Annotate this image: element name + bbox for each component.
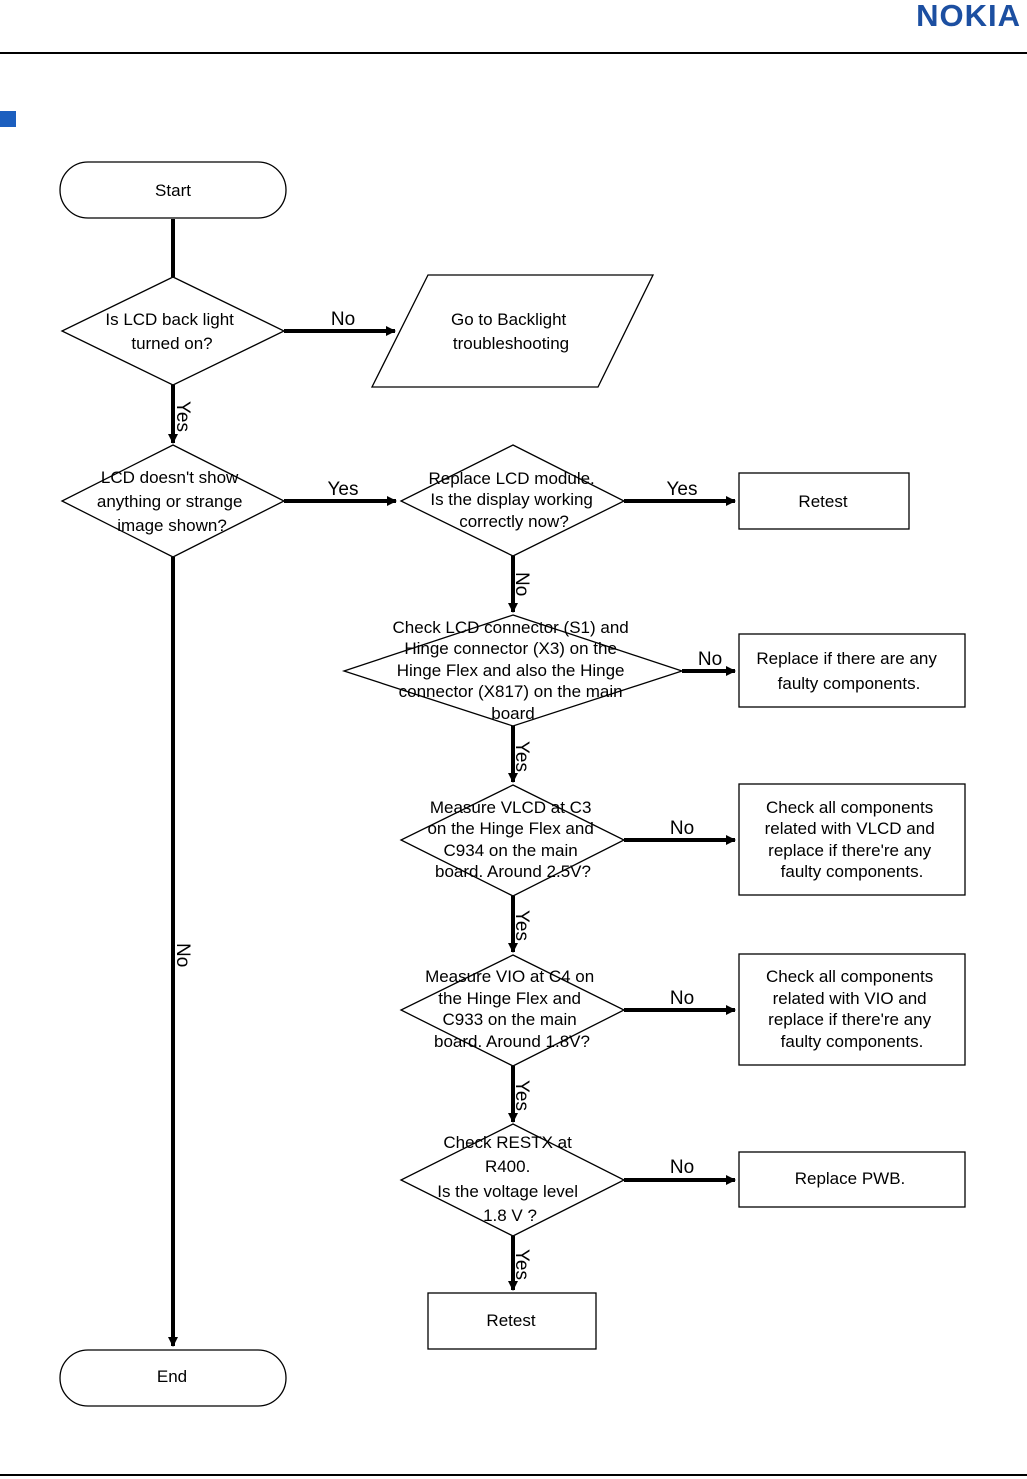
retest-top-text: Retest [798,492,847,511]
connector-question: Check LCD connector (S1) and Hinge conne… [393,618,634,723]
process-retest-top [738,472,910,530]
lcd-question: LCD doesn't show anything or strange ima… [97,468,247,535]
label-no-replace-lcd: No [511,572,532,596]
end-terminal [59,1349,287,1407]
replace-faulty-text: Replace if there are any faulty componen… [756,649,941,693]
io-goto-backlight [370,274,655,388]
end-label: End [157,1367,187,1386]
process-replace-faulty [738,633,966,708]
label-no-connector: No [698,649,722,670]
decision-replace-lcd [399,444,626,557]
label-yes-lcd: Yes [328,479,359,500]
label-yes-restx: Yes [511,1249,532,1280]
label-yes-vlcd: Yes [511,910,532,941]
nokia-logo: NOKIA [916,0,1021,33]
replace-pwb-text: Replace PWB. [795,1169,906,1188]
decision-vlcd [399,784,626,897]
process-retest-bottom [427,1292,597,1350]
start-label: Start [155,181,191,200]
vlcd-fix-text: Check all components related with VLCD a… [765,798,940,881]
section-marker [0,111,16,127]
label-no-restx: No [670,1157,694,1178]
process-vlcd-fix [738,783,966,896]
restx-question: Check RESTX at R400. Is the voltage leve… [437,1133,583,1225]
start-terminal [59,161,287,219]
header-rule [0,52,1027,54]
decision-connectors [341,614,685,727]
decision-backlight [60,276,286,386]
backlight-question: Is LCD back light turned on? [105,310,238,353]
label-yes-vio: Yes [511,1080,532,1111]
vio-question: Measure VIO at C4 on the Hinge Flex and … [425,967,599,1051]
label-yes-backlight: Yes [172,401,193,432]
label-yes-connector: Yes [511,741,532,772]
retest-bottom-text: Retest [486,1311,535,1330]
goto-backlight-text: Go to Backlight troubleshooting [451,310,571,353]
label-yes-replace-lcd: Yes [667,479,698,500]
footer-rule [0,1474,1027,1476]
decision-restx [399,1123,626,1237]
label-no-backlight: No [331,309,355,330]
label-no-vio: No [670,988,694,1009]
vio-fix-text: Check all components related with VIO an… [766,967,938,1051]
replace-lcd-question: Replace LCD module. Is the display worki… [428,469,599,531]
process-vio-fix [738,953,966,1066]
label-no-vlcd: No [670,818,694,839]
label-no-lcd: No [172,943,193,967]
vlcd-question: Measure VLCD at C3 on the Hinge Flex and… [427,798,598,881]
decision-vio [399,954,626,1067]
process-replace-pwb [738,1151,966,1208]
decision-lcd-shows [60,444,286,558]
